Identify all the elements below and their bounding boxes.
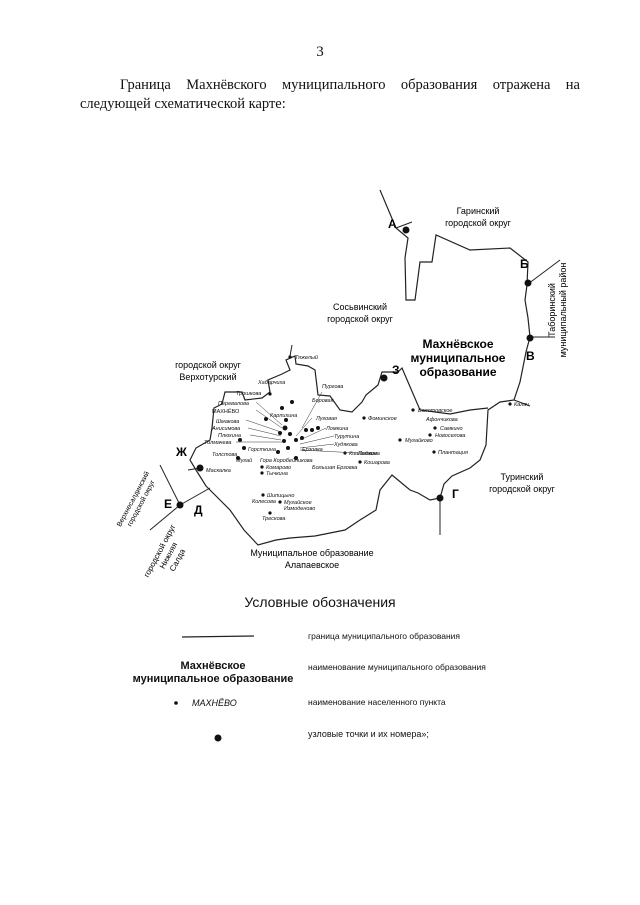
main-municipality-name: Махнёвское муниципальное образование [411, 337, 506, 379]
svg-text:Фоминское: Фоминское [368, 416, 397, 422]
svg-text:городской округ: городской округ [175, 360, 242, 370]
svg-text:Махнёвское: Махнёвское [422, 337, 493, 351]
svg-text:городской округ: городской округ [489, 484, 556, 494]
taborinsky-label: Таборинский муниципальный район [547, 263, 568, 358]
svg-text:Комарово: Комарово [266, 465, 291, 471]
svg-text:Пургова: Пургова [322, 384, 343, 390]
svg-text:Хабарчиха: Хабарчиха [257, 380, 285, 386]
svg-text:Новоселова: Новоселова [435, 433, 465, 439]
svg-text:образование: образование [419, 365, 496, 379]
svg-text:Боровая: Боровая [312, 398, 334, 404]
svg-text:Тычкина: Тычкина [266, 471, 288, 477]
legend-settlement-sample: МАХНЁВО [192, 698, 237, 708]
svg-text:Гаринский: Гаринский [457, 206, 500, 216]
svg-text:Верхотурский: Верхотурский [179, 372, 236, 382]
svg-text:Турутина: Турутина [334, 434, 359, 440]
svg-text:Карпихина: Карпихина [270, 413, 297, 419]
svg-text:Кишинское: Кишинское [349, 451, 377, 457]
node-label-g: Г [452, 487, 459, 501]
svg-text:Колесова: Колесова [252, 499, 276, 505]
svg-text:Самкино: Самкино [440, 426, 463, 432]
svg-text:Шмакова: Шмакова [216, 419, 239, 425]
legend-node-label: узловые точки и их номера»; [308, 729, 429, 739]
svg-text:Перевалова: Перевалова [218, 401, 249, 407]
leader-lines [236, 391, 359, 454]
node-label-d: Д [194, 503, 203, 517]
svg-text:Афончикова: Афончикова [425, 417, 458, 423]
svg-text:Подкина: Подкина [358, 451, 380, 457]
svg-text:Кошарова: Кошарова [364, 460, 390, 466]
svg-text:муниципальный район: муниципальный район [558, 263, 568, 358]
legend-border-label: граница муниципального образования [308, 631, 461, 641]
svg-text:Анисимова: Анисимова [211, 426, 240, 432]
svg-text:Толмачева: Толмачева [204, 440, 231, 446]
node-label-b: Б [520, 257, 529, 271]
svg-text:Мугайское: Мугайское [284, 499, 312, 506]
node-label-z: З [392, 363, 400, 377]
svg-text:городской округ: городской округ [445, 218, 512, 228]
svg-text:Шипицыно: Шипицыно [267, 493, 294, 499]
node-points: А Б В Г Д Е Ж З [164, 217, 535, 517]
svg-text:муниципальное: муниципальное [411, 351, 506, 365]
legend-settlement-label: наименование населенного пункта [308, 697, 446, 707]
node-label-a: А [388, 217, 397, 231]
svg-text:Муниципальное образование: Муниципальное образование [250, 548, 373, 558]
svg-text:Плюхина: Плюхина [218, 433, 241, 439]
svg-text:Маскалка: Маскалка [206, 468, 231, 474]
svg-text:Трескова: Трескова [262, 516, 285, 522]
svg-text:Тяжелый: Тяжелый [295, 354, 318, 361]
verkhnesaldinsky-label: Верхнесалдинский городской округ [115, 470, 157, 528]
page-number: 3 [316, 44, 324, 60]
svg-text:Луговая: Луговая [315, 416, 337, 422]
settlement-dots [236, 392, 320, 460]
svg-text:Ломкина: Ломкина [325, 426, 348, 432]
intro-paragraph: Граница Махнёвского муниципального образ… [80, 77, 580, 112]
node-label-zh: Ж [175, 445, 187, 459]
node-label-e: Е [164, 497, 172, 511]
svg-text:Плантация: Плантация [438, 450, 468, 456]
svg-text:Мугай: Мугай [236, 457, 252, 464]
svg-text:Большая Ерзовка: Большая Ерзовка [312, 465, 357, 471]
svg-text:Горсткина: Горсткина [248, 447, 276, 453]
svg-text:Ерзовка: Ерзовка [302, 447, 323, 453]
svg-text:Гора Коробейникова: Гора Коробейникова [260, 457, 313, 464]
nizhnyaya-salda-label: городской округ Нижняя Салда [142, 523, 187, 579]
svg-text:Трошкова: Трошкова [236, 391, 261, 397]
svg-text:Алапаевское: Алапаевское [285, 560, 339, 570]
svg-text:Калач: Калач [514, 402, 529, 408]
node-label-v: В [526, 349, 535, 363]
legend-title: Условные обозначения [244, 594, 396, 610]
svg-text:Болотовское: Болотовское [418, 408, 452, 414]
svg-text:Сосьвинский: Сосьвинский [333, 302, 387, 312]
svg-text:Мугайково: Мугайково [405, 437, 433, 444]
svg-text:Худякова: Худякова [333, 442, 358, 448]
neighbor-labels: Гаринский городской округ Сосьвинский го… [175, 206, 556, 570]
svg-text:Таборинский: Таборинский [547, 283, 557, 337]
svg-text:Толстова: Толстова [212, 452, 237, 458]
settlement-labels: Тяжелый Хабарчиха Трошкова Перевалова МА… [204, 354, 529, 522]
svg-text:Туринский: Туринский [501, 472, 544, 482]
svg-text:Измоденово: Измоденово [284, 506, 315, 512]
legend-name-sample: Махнёвское муниципальное образование [132, 660, 294, 685]
legend-name-label: наименование муниципального образования [308, 662, 486, 672]
svg-text:МАХНЁВО: МАХНЁВО [212, 408, 240, 415]
svg-text:городской округ: городской округ [327, 314, 394, 324]
